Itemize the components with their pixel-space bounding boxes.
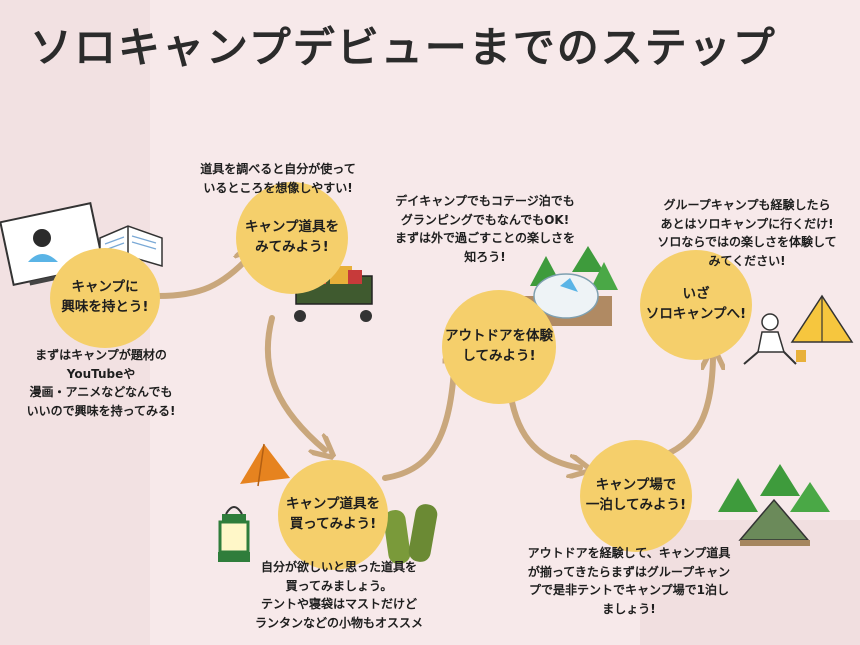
step-4-circle: アウトドアを体験 してみよう!	[442, 290, 556, 404]
sleeping-bag-icon	[383, 504, 438, 564]
step-3-circle: キャンプ道具を 買ってみよう!	[278, 460, 388, 570]
orange-tent-icon	[240, 443, 290, 487]
step-5-circle: キャンプ場で 一泊してみよう!	[580, 440, 692, 552]
step-4-label: アウトドアを体験 してみよう!	[445, 328, 553, 364]
step-6-circle: いざ ソロキャンプへ!	[640, 250, 752, 360]
arrow-step1-to-step2	[155, 256, 250, 299]
lantern-icon	[218, 506, 250, 562]
step-6-note: グループキャンプも経験したら あとはソロキャンプに行くだけ! ソロならではの楽し…	[657, 198, 837, 268]
step-2-label: キャンプ道具を みてみよう!	[244, 219, 340, 255]
solo-camper-icon	[743, 294, 854, 365]
step-2-note: 道具を調べると自分が使って いるところを想像しやすい!	[200, 162, 356, 195]
step-1-circle: キャンプに 興味を持とう!	[50, 248, 160, 348]
step-1-label: キャンプに 興味を持とう!	[61, 279, 149, 315]
page-title: ソロキャンプデビューまでのステップ	[30, 23, 777, 72]
step-3-note: 自分が欲しいと思った道具を 買ってみましょう。 テントや寝袋はマストだけど ラン…	[254, 560, 423, 630]
step-5-label: キャンプ場で 一泊してみよう!	[585, 477, 687, 513]
glamping-scene-icon	[520, 246, 618, 326]
step-5-note: アウトドアを経験して、キャンプ道具 が揃ってきたらまずはグループキャン プで是非…	[527, 546, 731, 616]
arrow-step5-to-step6	[662, 358, 713, 458]
step-4-note: デイキャンプでもコテージ泊でも グランピングでもなんでもOK! まずは外で過ごす…	[394, 194, 575, 264]
step-3-label: キャンプ道具を 買ってみよう!	[285, 496, 381, 532]
arrow-step4-to-step5	[509, 399, 580, 468]
step-6-label: いざ ソロキャンプへ!	[645, 286, 747, 322]
forest-tent-icon	[718, 464, 830, 546]
arrow-step2-to-step3	[264, 315, 325, 450]
step-2-circle: キャンプ道具を みてみよう!	[236, 182, 348, 294]
step-1-note: まずはキャンプが題材の YouTubeや 漫画・アニメなどなんでも いいので興味…	[26, 348, 176, 418]
